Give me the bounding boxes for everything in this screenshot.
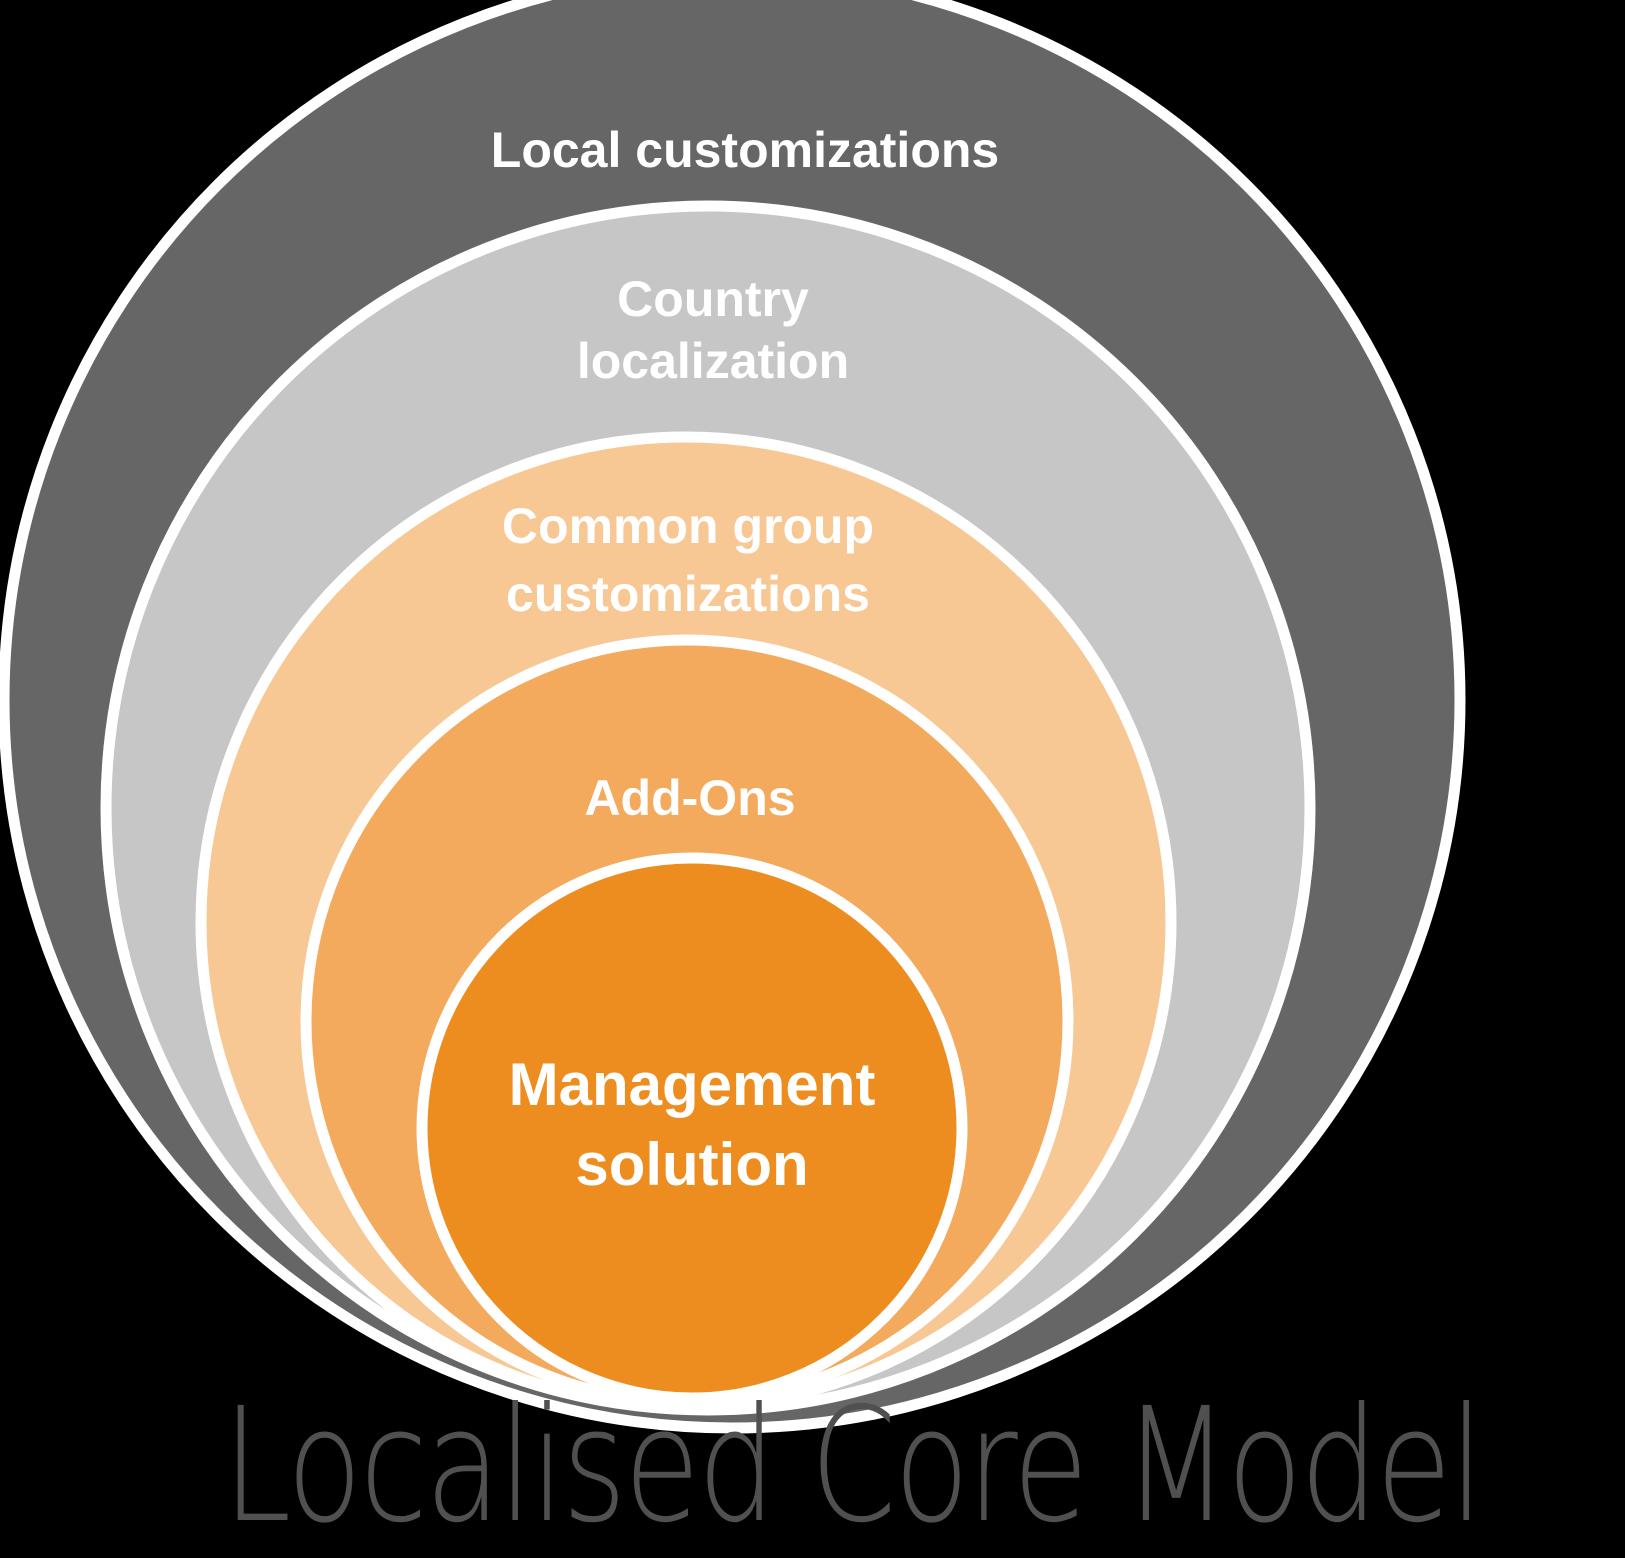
label-country-localization-line2: localization xyxy=(576,333,850,389)
label-management-solution: Management solution xyxy=(509,1045,876,1205)
label-country-localization: Country localization xyxy=(577,268,849,392)
diagram-title: Localised Core Model xyxy=(222,1374,1484,1558)
label-local-customizations: Local customizations xyxy=(491,119,999,181)
circle-management-solution xyxy=(416,852,968,1404)
label-add-ons-line1: Add-Ons xyxy=(584,770,796,826)
label-add-ons: Add-Ons xyxy=(584,767,795,829)
label-local-customizations-line1: Local customizations xyxy=(490,122,1000,178)
label-management-solution-line1: Management xyxy=(508,1051,876,1118)
label-country-localization-line1: Country xyxy=(617,271,809,327)
label-management-solution-line2: solution xyxy=(575,1131,809,1198)
label-common-group-line2: customizations xyxy=(506,566,870,622)
label-common-group-customizations: Common group customizations xyxy=(502,492,874,628)
label-common-group-line1: Common group xyxy=(501,498,875,554)
